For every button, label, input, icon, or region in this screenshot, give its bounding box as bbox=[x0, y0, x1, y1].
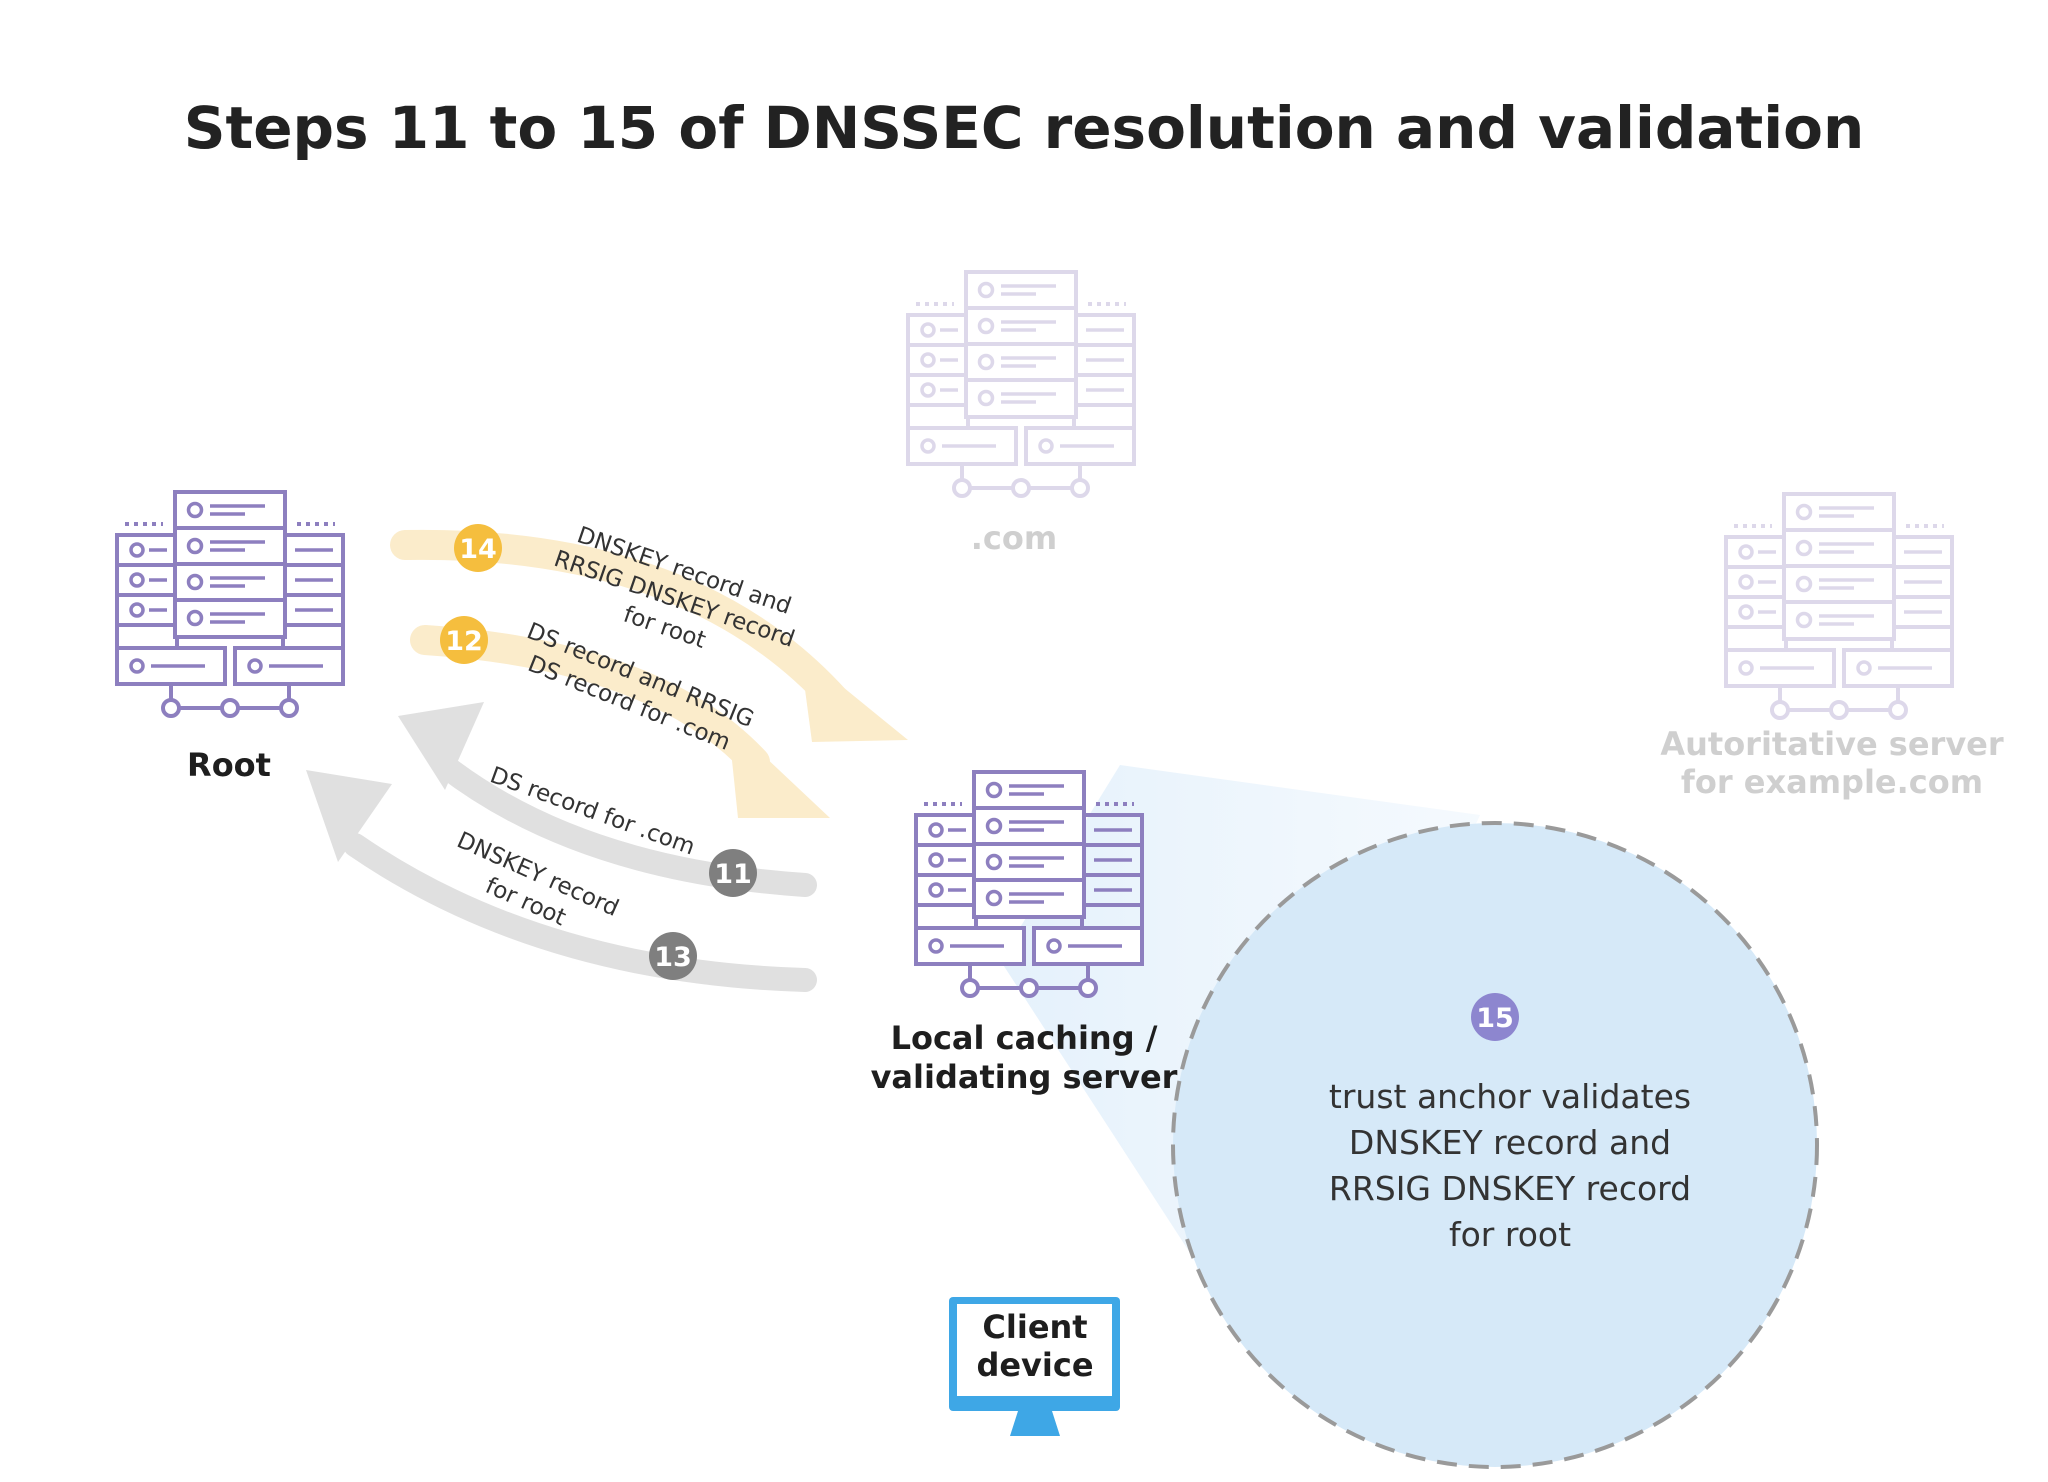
validation-text-line1: trust anchor validates bbox=[1329, 1077, 1691, 1116]
svg-text:11: 11 bbox=[714, 859, 752, 890]
svg-text:12: 12 bbox=[445, 626, 483, 657]
diagram-title: Steps 11 to 15 of DNSSEC resolution and … bbox=[184, 94, 1865, 162]
step-badge-12: 12 bbox=[440, 616, 488, 664]
step-badge-14: 14 bbox=[454, 524, 502, 572]
validation-text-line4: for root bbox=[1449, 1215, 1571, 1254]
step-badge-15: 15 bbox=[1471, 993, 1519, 1041]
authoritative-label-line2: for example.com bbox=[1681, 763, 1983, 801]
svg-text:13: 13 bbox=[654, 942, 692, 973]
step-badge-13: 13 bbox=[649, 932, 697, 980]
authoritative-server-icon bbox=[1724, 492, 1954, 720]
com-server-icon bbox=[906, 270, 1136, 498]
local-label-line2: validating server bbox=[871, 1058, 1178, 1096]
root-label: Root bbox=[187, 746, 271, 784]
local-label-line1: Local caching / bbox=[891, 1019, 1158, 1057]
root-server-icon bbox=[115, 490, 345, 718]
client-device-icon bbox=[949, 1297, 1120, 1436]
authoritative-label-line1: Autoritative server bbox=[1660, 725, 2004, 763]
validation-text-line3: RRSIG DNSKEY record bbox=[1329, 1169, 1691, 1208]
svg-text:15: 15 bbox=[1476, 1003, 1514, 1034]
arrow-step-13 bbox=[306, 770, 817, 992]
client-label-line2: device bbox=[976, 1346, 1093, 1384]
svg-text:14: 14 bbox=[459, 534, 497, 565]
client-label-line1: Client bbox=[982, 1308, 1087, 1346]
validation-text-line2: DNSKEY record and bbox=[1349, 1123, 1671, 1162]
step-badge-11: 11 bbox=[709, 849, 757, 897]
com-label: .com bbox=[971, 519, 1057, 557]
validation-callout bbox=[1171, 821, 1819, 1469]
